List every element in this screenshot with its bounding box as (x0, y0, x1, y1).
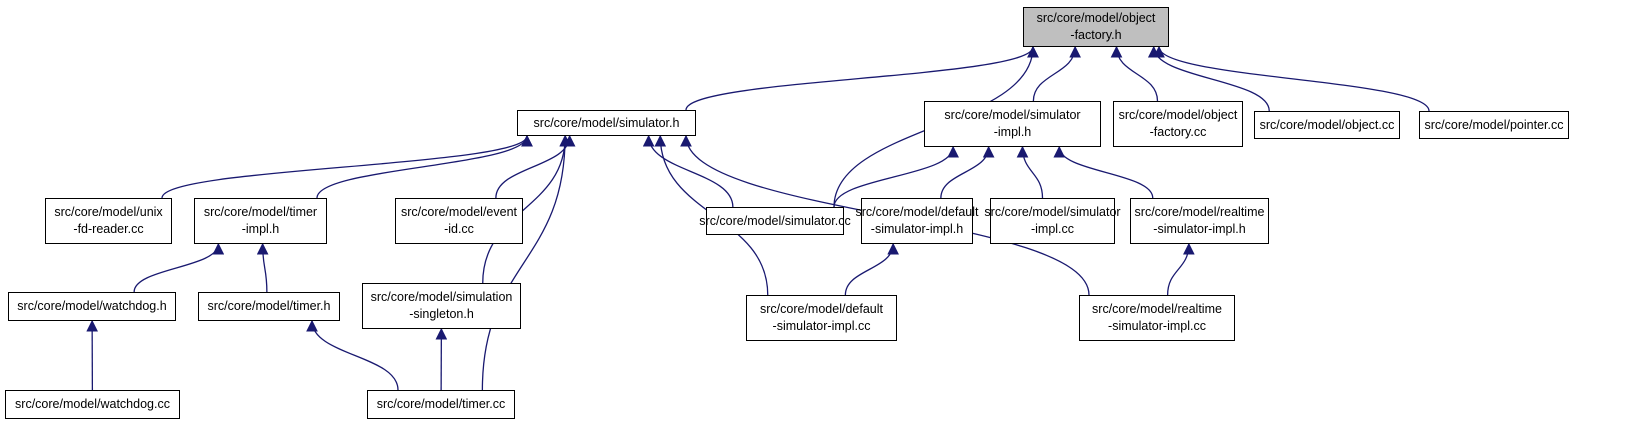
node-label: src/core/model/simulator (984, 205, 1121, 219)
edge-simulation_singleton_h-to-simulator_h (482, 134, 572, 284)
node-label: -impl.h (993, 125, 1032, 139)
node-simulator-cc[interactable]: src/core/model/simulator.cc (699, 207, 851, 235)
node-label: src/core/model/default (855, 205, 979, 219)
node-timer-cc[interactable]: src/core/model/timer.cc (367, 390, 515, 419)
node-label: -simulator-impl.h (1153, 222, 1246, 236)
node-label: -fd-reader.cc (73, 222, 144, 236)
node-simulator-impl-cc[interactable]: src/core/model/simulator -impl.cc (984, 198, 1121, 244)
node-event-id-cc[interactable]: src/core/model/event -id.cc (395, 198, 523, 244)
node-label: -impl.h (241, 222, 280, 236)
node-watchdog-h[interactable]: src/core/model/watchdog.h (8, 292, 176, 321)
node-object-cc[interactable]: src/core/model/object.cc (1254, 111, 1400, 139)
node-label: src/core/model/watchdog.cc (15, 397, 170, 411)
node-label: src/core/model/simulation (370, 290, 513, 304)
node-label: -id.cc (444, 222, 474, 236)
node-label: src/core/model/simulator (944, 108, 1081, 122)
node-label: -simulator-impl.cc (1108, 319, 1206, 333)
edge-timer_cc-to-simulator_h (481, 134, 571, 391)
node-watchdog-cc[interactable]: src/core/model/watchdog.cc (5, 390, 180, 419)
node-label: src/core/model/watchdog.h (17, 299, 167, 313)
edge-pointer_cc-to-object_factory_h (1153, 45, 1430, 112)
edge-simulator_cc-to-simulator_impl_h (833, 145, 959, 208)
edge-timer_h-to-timer_impl_h (256, 242, 269, 293)
edge-default_simulator_impl_cc-to-default_simulator_impl_h (844, 242, 899, 296)
node-label: -factory.cc (1149, 125, 1207, 139)
node-label: -impl.cc (1030, 222, 1075, 236)
node-label: src/core/model/object (1036, 11, 1156, 25)
node-label: src/core/model/simulator.cc (699, 213, 851, 228)
edge-unix_fd_reader_cc-to-simulator_h (161, 134, 533, 199)
edge-simulator_impl_h-to-object_factory_h (1032, 45, 1081, 102)
node-object-factory-cc[interactable]: src/core/model/object -factory.cc (1113, 101, 1243, 147)
node-pointer-cc[interactable]: src/core/model/pointer.cc (1419, 111, 1569, 139)
node-label: -singleton.h (409, 307, 474, 321)
node-label: src/core/model/realtime (1134, 205, 1265, 219)
edge-realtime_simulator_impl_h-to-simulator_impl_h (1053, 145, 1154, 199)
node-unix-fd-reader-cc[interactable]: src/core/model/unix -fd-reader.cc (45, 198, 172, 244)
node-label: src/core/model/timer (203, 205, 318, 219)
node-simulator-impl-h[interactable]: src/core/model/simulator -impl.h (924, 101, 1101, 147)
node-timer-h[interactable]: src/core/model/timer.h (198, 292, 340, 321)
node-realtime-simulator-impl-h[interactable]: src/core/model/realtime -simulator-impl.… (1130, 198, 1269, 244)
node-label: -factory.h (1070, 28, 1122, 42)
node-label: src/core/model/realtime (1092, 302, 1222, 316)
node-label: -simulator-impl.cc (772, 319, 871, 333)
edge-simulator_impl_cc-to-simulator_impl_h (1016, 145, 1044, 199)
node-default-simulator-impl-cc[interactable]: src/core/model/default -simulator-impl.c… (746, 295, 897, 341)
node-label: src/core/model/timer.cc (376, 397, 506, 411)
edge-realtime_simulator_impl_cc-to-realtime_simulator_impl_h (1166, 242, 1195, 296)
edge-simulator_h-to-object_factory_h (685, 45, 1039, 111)
edge-simulator_cc-to-simulator_h (642, 134, 734, 208)
node-label: src/core/model/simulator.h (533, 115, 680, 130)
node-default-simulator-impl-h[interactable]: src/core/model/default -simulator-impl.h (856, 198, 979, 244)
node-label: src/core/model/default (760, 302, 883, 316)
node-label: src/core/model/event (400, 205, 518, 219)
node-label: src/core/model/object.cc (1259, 117, 1395, 132)
node-object-factory-h[interactable]: src/core/model/object -factory.h (1023, 7, 1169, 47)
node-label: src/core/model/pointer.cc (1424, 117, 1564, 132)
edge-default_simulator_impl_h-to-simulator_impl_h (940, 145, 995, 199)
node-label: src/core/model/object (1118, 108, 1238, 122)
node-label: src/core/model/unix (54, 205, 163, 219)
edge-timer_cc-to-timer_h (306, 319, 399, 391)
edge-timer_impl_h-to-simulator_h (316, 134, 533, 199)
node-simulator-h[interactable]: src/core/model/simulator.h (517, 110, 696, 136)
node-label: -simulator-impl.h (870, 222, 964, 236)
node-simulation-singleton-h[interactable]: src/core/model/simulation -singleton.h (362, 283, 521, 329)
node-timer-impl-h[interactable]: src/core/model/timer -impl.h (194, 198, 327, 244)
edge-watchdog_h-to-timer_impl_h (133, 242, 225, 293)
node-realtime-simulator-impl-cc[interactable]: src/core/model/realtime -simulator-impl.… (1079, 295, 1235, 341)
edge-object_factory_cc-to-object_factory_h (1110, 45, 1159, 102)
node-label: src/core/model/timer.h (207, 299, 331, 313)
